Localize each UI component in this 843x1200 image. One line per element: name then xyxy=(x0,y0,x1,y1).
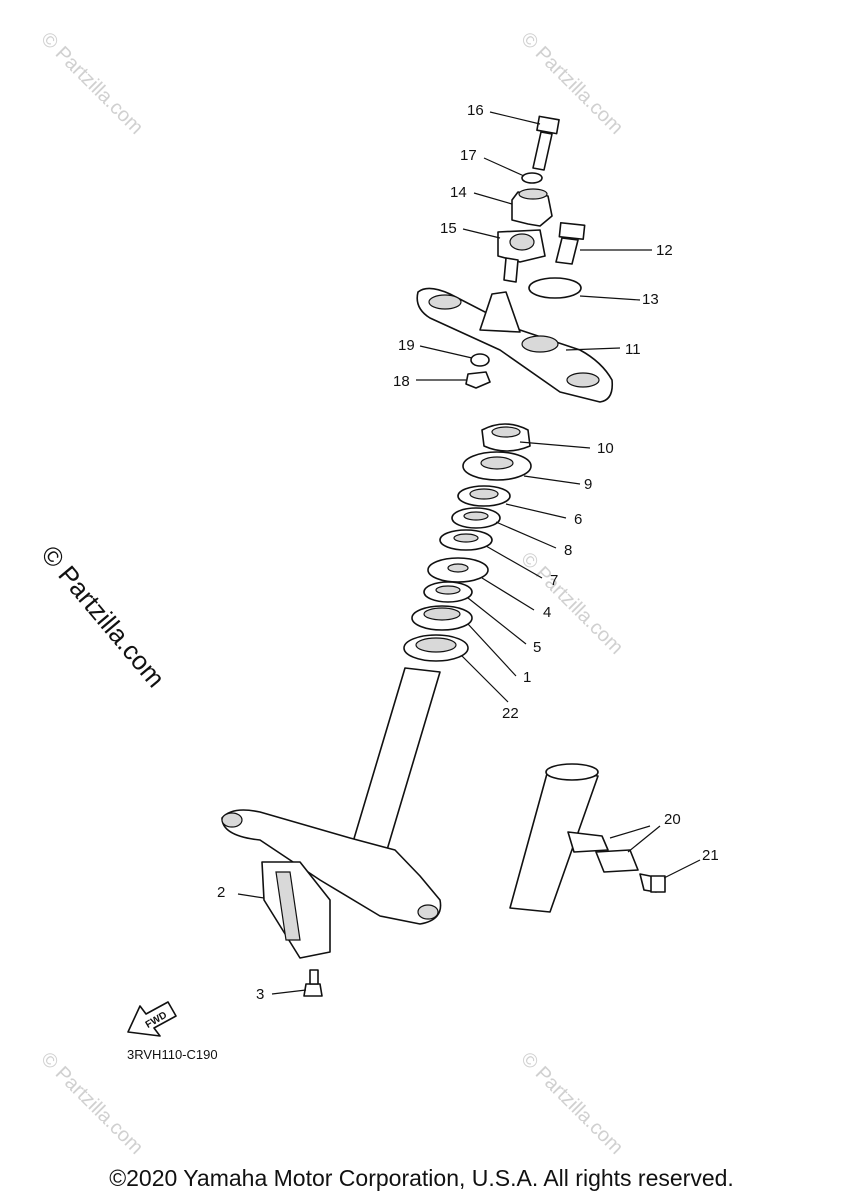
diagram-code: 3RVH110-C190 xyxy=(127,1047,218,1062)
callout-9: 9 xyxy=(584,476,592,493)
callout-4: 4 xyxy=(543,604,551,621)
part-washer-17 xyxy=(521,172,543,184)
part-bolt-12 xyxy=(555,221,586,265)
callout-16: 16 xyxy=(467,102,484,119)
part-ring-nut-10 xyxy=(481,423,531,452)
copyright-notice: ©2020 Yamaha Motor Corporation, U.S.A. A… xyxy=(109,1165,734,1191)
part-nut-18 xyxy=(465,371,491,389)
callout-21: 21 xyxy=(702,847,719,864)
part-upper-bracket-11 xyxy=(416,287,614,403)
watermark-top-left: © Partzilla.com xyxy=(36,28,147,139)
callout-11: 11 xyxy=(625,341,641,358)
part-lower-holder-15 xyxy=(497,229,546,283)
part-bolt-16 xyxy=(532,115,560,171)
part-bolt-3 xyxy=(303,969,323,997)
callout-17: 17 xyxy=(460,147,477,164)
callout-20: 20 xyxy=(664,811,681,828)
part-race-1 xyxy=(411,605,473,631)
part-lock-washer-19 xyxy=(470,353,490,367)
callout-7: 7 xyxy=(550,572,558,589)
part-fork-tube xyxy=(509,763,599,913)
callout-13: 13 xyxy=(642,291,659,308)
part-seal-22 xyxy=(403,634,469,662)
watermark-bottom-right: © Partzilla.com xyxy=(516,1048,627,1159)
callout-22: 22 xyxy=(502,705,519,722)
part-bearing-8 xyxy=(451,507,501,529)
callout-3: 3 xyxy=(256,986,264,1003)
fwd-arrow-icon: FWD xyxy=(127,1001,177,1037)
part-washer-9 xyxy=(462,451,532,481)
watermark-large: © Partzilla.com xyxy=(35,540,171,693)
part-bearing-5 xyxy=(423,581,473,603)
callout-5: 5 xyxy=(533,639,541,656)
callout-10: 10 xyxy=(597,440,614,457)
callout-labels: 16 17 14 15 12 13 11 19 18 10 9 6 8 7 4 … xyxy=(217,102,719,1003)
leader-lines xyxy=(237,111,701,995)
part-clamp-20 xyxy=(567,831,639,873)
callout-19: 19 xyxy=(398,337,415,354)
part-cover-4 xyxy=(427,557,489,583)
part-cover-2 xyxy=(261,861,331,959)
part-bolt-21 xyxy=(639,873,666,893)
callout-18: 18 xyxy=(393,373,410,390)
callout-14: 14 xyxy=(450,184,467,201)
part-upper-holder-14 xyxy=(511,188,553,227)
callout-8: 8 xyxy=(564,542,572,559)
watermark-bottom-left: © Partzilla.com xyxy=(36,1048,147,1159)
part-race-7 xyxy=(439,529,493,551)
part-race-6 xyxy=(457,485,511,507)
callout-15: 15 xyxy=(440,220,457,237)
callout-2: 2 xyxy=(217,884,225,901)
part-damper-13 xyxy=(528,277,582,299)
callout-6: 6 xyxy=(574,511,582,528)
callout-1: 1 xyxy=(523,669,531,686)
callout-12: 12 xyxy=(656,242,673,259)
part-steering-stem xyxy=(221,667,442,925)
